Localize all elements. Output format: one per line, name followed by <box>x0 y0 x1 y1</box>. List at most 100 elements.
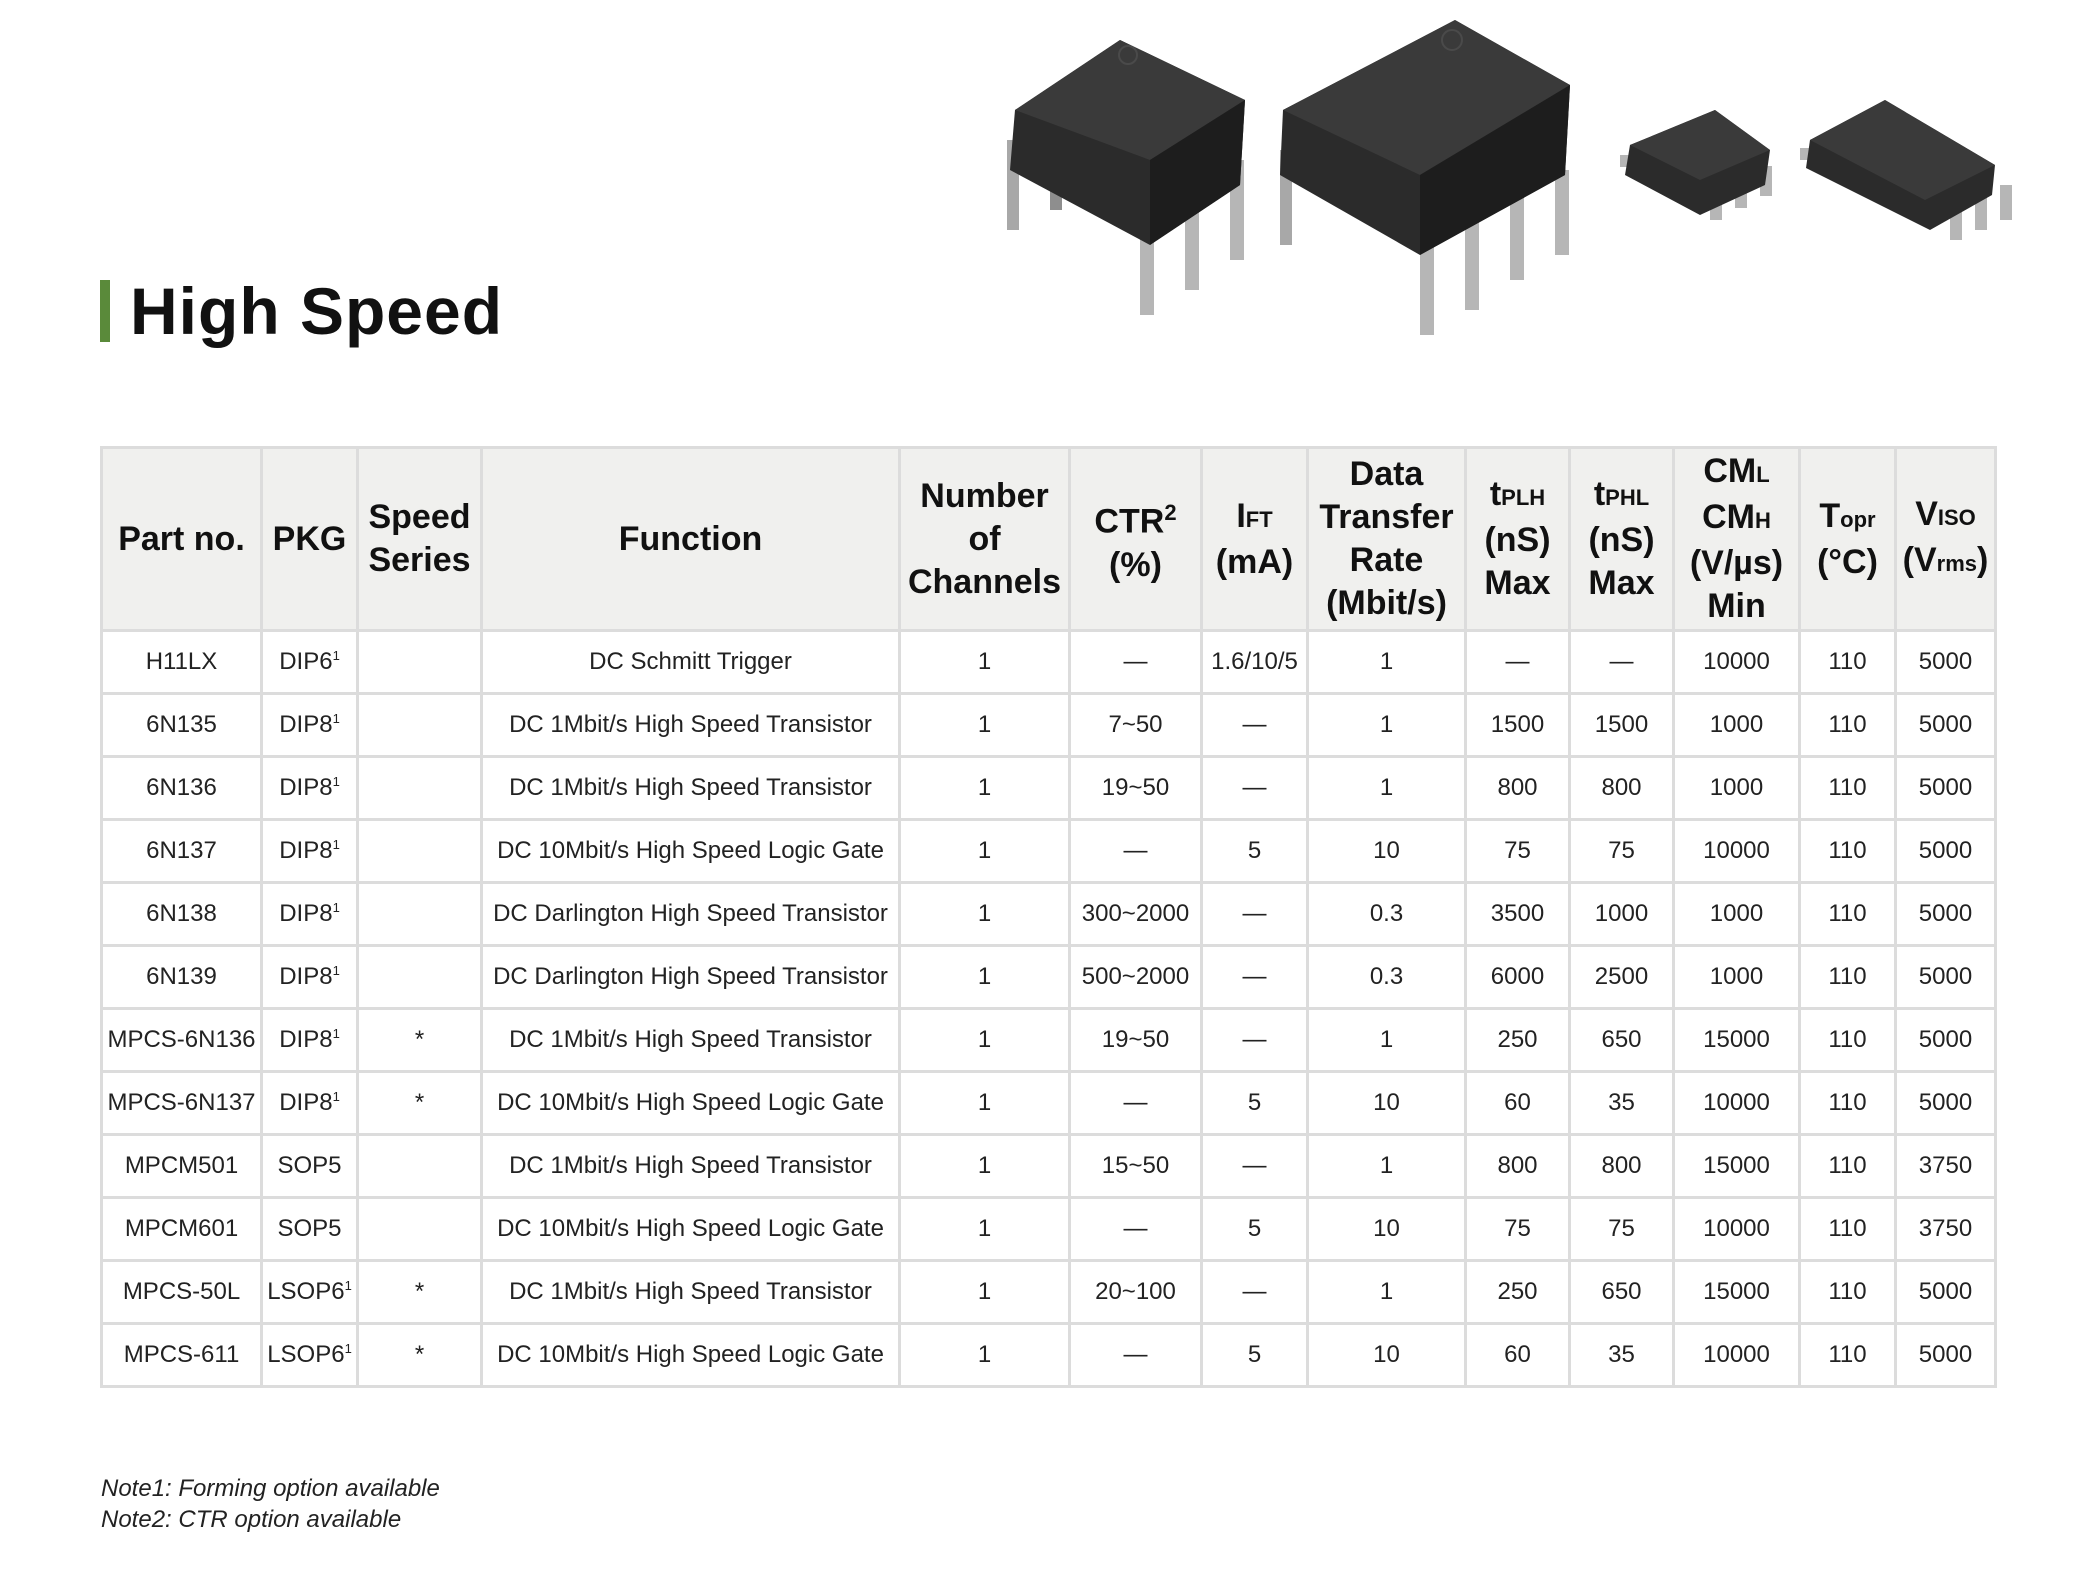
note-1: Note1: Forming option available <box>101 1475 440 1502</box>
cell-tphl: 35 <box>1568 1070 1675 1136</box>
cell-channels: 1 <box>898 1259 1071 1325</box>
cell-tplh: — <box>1464 629 1571 695</box>
cell-speed: * <box>356 1322 483 1388</box>
lsop6-package-icon <box>1800 100 2012 240</box>
cell-cm: 15000 <box>1672 1007 1801 1073</box>
cell-function: DC 10Mbit/s High Speed Logic Gate <box>480 1070 901 1136</box>
dip6-package-icon <box>1007 40 1245 315</box>
cell-pkg: DIP81 <box>260 1070 359 1136</box>
cell-rate: 10 <box>1306 1322 1467 1388</box>
cell-channels: 1 <box>898 1070 1071 1136</box>
cell-cm: 10000 <box>1672 629 1801 695</box>
cell-ift: — <box>1200 1259 1309 1325</box>
page-title: High Speed <box>130 274 504 348</box>
section-title: High Speed <box>100 274 504 348</box>
cell-part: MPCS-6N136 <box>100 1007 263 1073</box>
cell-ctr: 20~100 <box>1068 1259 1203 1325</box>
cell-topr: 110 <box>1798 755 1897 821</box>
cell-ift: — <box>1200 944 1309 1010</box>
cell-viso: 5000 <box>1894 692 1997 758</box>
cell-tplh: 800 <box>1464 1133 1571 1199</box>
cell-pkg: SOP5 <box>260 1196 359 1262</box>
sop5-package-icon <box>1620 110 1772 220</box>
cell-part: 6N135 <box>100 692 263 758</box>
cell-channels: 1 <box>898 881 1071 947</box>
cell-topr: 110 <box>1798 1070 1897 1136</box>
cell-topr: 110 <box>1798 1322 1897 1388</box>
cell-part: MPCS-50L <box>100 1259 263 1325</box>
cell-function: DC 1Mbit/s High Speed Transistor <box>480 755 901 821</box>
cell-speed <box>356 629 483 695</box>
cell-pkg: LSOP61 <box>260 1259 359 1325</box>
cell-pkg: DIP81 <box>260 881 359 947</box>
header-pkg: PKG <box>260 446 359 632</box>
header-function: Function <box>480 446 901 632</box>
cell-pkg: SOP5 <box>260 1133 359 1199</box>
cell-tphl: 650 <box>1568 1007 1675 1073</box>
cell-channels: 1 <box>898 1007 1071 1073</box>
cell-pkg: DIP81 <box>260 1007 359 1073</box>
cell-viso: 5000 <box>1894 1070 1997 1136</box>
cell-ift: 5 <box>1200 1196 1309 1262</box>
cell-viso: 5000 <box>1894 1007 1997 1073</box>
cell-rate: 1 <box>1306 1133 1467 1199</box>
cell-ctr: 7~50 <box>1068 692 1203 758</box>
cell-speed <box>356 1133 483 1199</box>
cell-viso: 3750 <box>1894 1133 1997 1199</box>
cell-part: H11LX <box>100 629 263 695</box>
cell-cm: 10000 <box>1672 818 1801 884</box>
cell-channels: 1 <box>898 944 1071 1010</box>
cell-speed: * <box>356 1259 483 1325</box>
cell-viso: 5000 <box>1894 1322 1997 1388</box>
cell-part: MPCM601 <box>100 1196 263 1262</box>
cell-tphl: 75 <box>1568 818 1675 884</box>
cell-rate: 10 <box>1306 1070 1467 1136</box>
header-topr: Topr(°C) <box>1798 446 1897 632</box>
cell-function: DC Darlington High Speed Transistor <box>480 881 901 947</box>
cell-part: MPCM501 <box>100 1133 263 1199</box>
cell-rate: 10 <box>1306 1196 1467 1262</box>
cell-part: MPCS-6N137 <box>100 1070 263 1136</box>
cell-channels: 1 <box>898 755 1071 821</box>
cell-ctr: — <box>1068 1070 1203 1136</box>
cell-pkg: DIP81 <box>260 692 359 758</box>
cell-function: DC 10Mbit/s High Speed Logic Gate <box>480 818 901 884</box>
cell-channels: 1 <box>898 1322 1071 1388</box>
cell-topr: 110 <box>1798 818 1897 884</box>
cell-function: DC Darlington High Speed Transistor <box>480 944 901 1010</box>
cell-speed <box>356 944 483 1010</box>
cell-ift: 5 <box>1200 1322 1309 1388</box>
cell-tplh: 60 <box>1464 1070 1571 1136</box>
cell-pkg: DIP81 <box>260 755 359 821</box>
product-image <box>1007 20 2012 335</box>
cell-pkg: DIP61 <box>260 629 359 695</box>
cell-function: DC 10Mbit/s High Speed Logic Gate <box>480 1196 901 1262</box>
cell-viso: 5000 <box>1894 629 1997 695</box>
cell-tplh: 1500 <box>1464 692 1571 758</box>
cell-tphl: 2500 <box>1568 944 1675 1010</box>
cell-ctr: — <box>1068 629 1203 695</box>
cell-speed <box>356 881 483 947</box>
cell-pkg: DIP81 <box>260 944 359 1010</box>
cell-rate: 1 <box>1306 1007 1467 1073</box>
cell-cm: 10000 <box>1672 1322 1801 1388</box>
cell-viso: 5000 <box>1894 881 1997 947</box>
header-ift: IFT(mA) <box>1200 446 1309 632</box>
cell-viso: 3750 <box>1894 1196 1997 1262</box>
cell-part: 6N138 <box>100 881 263 947</box>
cell-viso: 5000 <box>1894 818 1997 884</box>
header-viso: VISO(Vrms) <box>1894 446 1997 632</box>
cell-tplh: 6000 <box>1464 944 1571 1010</box>
cell-tplh: 3500 <box>1464 881 1571 947</box>
footnotes: Note1: Forming option available Note2: C… <box>101 1473 440 1535</box>
cell-function: DC 1Mbit/s High Speed Transistor <box>480 1007 901 1073</box>
